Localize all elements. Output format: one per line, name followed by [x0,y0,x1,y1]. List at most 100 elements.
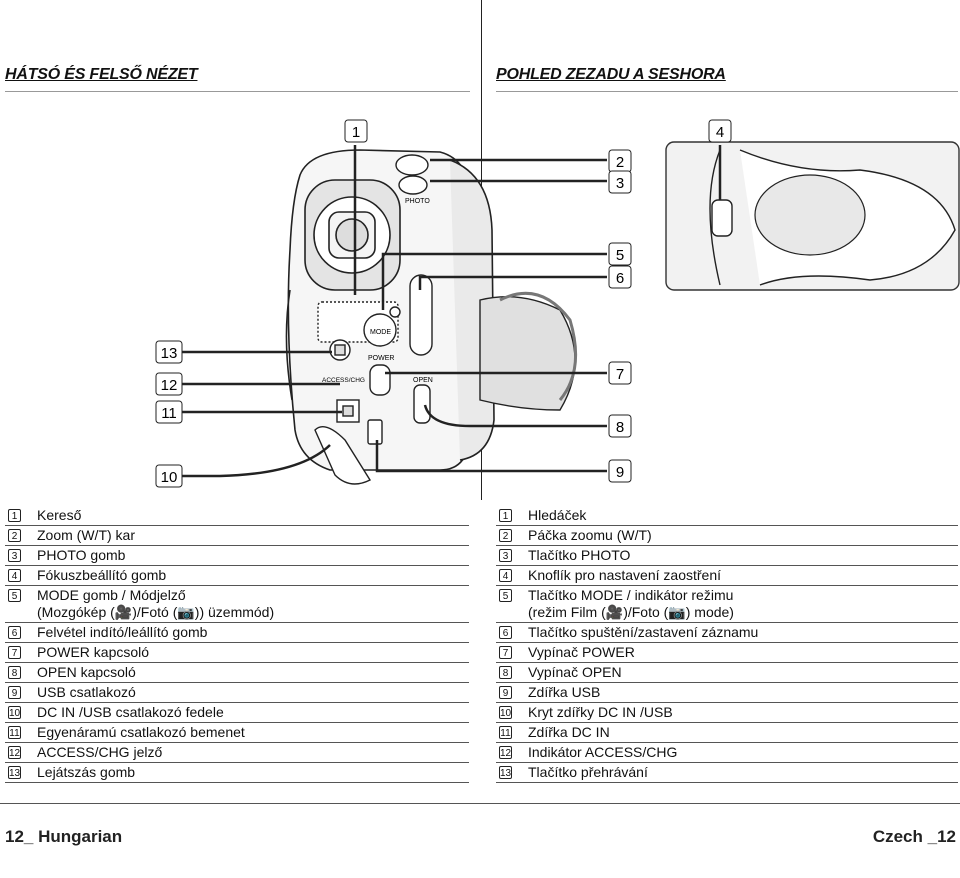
legend-item: 5 MODE gomb / Módjelző(Mozgókép (🎥)/Fotó … [5,586,469,623]
legend-item: 12 Indikátor ACCESS/CHG [496,743,958,763]
viewfinder [304,179,401,291]
leader-lines [182,145,722,478]
right-heading: POHLED ZEZADU A SESHORA [496,66,726,83]
legend-number: 13 [8,766,21,779]
legend-number: 7 [499,646,512,659]
legend-number: 4 [499,569,512,582]
legend-text: Zdířka DC IN [528,724,610,740]
open-label: OPEN [413,377,433,384]
mode-label: MODE [370,329,391,336]
svg-text:10: 10 [161,469,178,486]
legend-item: 2 Zoom (W/T) kar [5,526,469,546]
legend-number: 7 [8,646,21,659]
left-footer: 12_ Hungarian [5,827,123,846]
legend-item: 10 DC IN /USB csatlakozó fedele [5,703,469,723]
legend-item: 10 Kryt zdířky DC IN /USB [496,703,958,723]
legend-text-continued: (Mozgókép (🎥)/Fotó (📷)) üzemmód) [37,604,275,620]
top-view-inset [665,141,960,291]
legend-item: 7 Vypínač POWER [496,643,958,663]
svg-text:4: 4 [716,124,724,141]
legend-item: 12 ACCESS/CHG jelző [5,743,469,763]
legend-number: 1 [499,509,512,522]
legend-text: Tlačítko MODE / indikátor režimu [528,587,734,603]
dc-cover [314,426,372,485]
record-and-strap [409,274,578,411]
legend-item: 6 Felvétel indító/leállító gomb [5,623,469,643]
legend-text: DC IN /USB csatlakozó fedele [37,704,224,720]
legend-item: 11 Zdířka DC IN [496,723,958,743]
camcorder-diagram: PHOTO MODE POWER ACCESS/CHG OPEN [155,119,960,488]
zoom-photo-controls [395,154,429,195]
legend-number: 3 [499,549,512,562]
svg-text:2: 2 [616,154,624,171]
svg-text:7: 7 [616,366,624,383]
legend-text: MODE gomb / Módjelző [37,587,186,603]
legend-number: 9 [499,686,512,699]
legend-number: 5 [8,589,21,602]
legend-number: 1 [8,509,21,522]
legend-text: Tlačítko PHOTO [528,547,631,563]
legend-number: 11 [8,726,21,739]
legend-text: Vypínač POWER [528,644,635,660]
right-legend: 1 Hledáček 2 Páčka zoomu (W/T) 3 Tlačítko PHO… [496,506,958,783]
legend-text: PHOTO gomb [37,547,126,563]
legend-text: Indikátor ACCESS/CHG [528,744,678,760]
legend-item: 2 Páčka zoomu (W/T) [496,526,958,546]
svg-text:13: 13 [161,345,178,362]
legend-text: Hledáček [528,507,587,523]
legend-number: 9 [8,686,21,699]
legend-number: 8 [8,666,21,679]
legend-text: Fókuszbeállító gomb [37,567,167,583]
left-heading: HÁTSÓ ÉS FELSŐ NÉZET [5,66,198,83]
svg-text:8: 8 [616,419,624,436]
legend-item: 3 PHOTO gomb [5,546,469,566]
right-footer: Czech _12 [872,827,956,846]
legend-text: Kereső [37,507,82,523]
svg-text:12: 12 [161,377,178,394]
legend-item: 4 Knoflík pro nastavení zaostření [496,566,958,586]
left-heading-rule [5,91,470,92]
legend-text: POWER kapcsoló [37,644,150,660]
legend-text: Kryt zdířky DC IN /USB [528,704,673,720]
svg-text:3: 3 [616,175,624,192]
photo-label: PHOTO [405,198,430,205]
footer-rule [0,803,960,804]
legend-text: Páčka zoomu (W/T) [528,527,652,543]
legend-text: Zdířka USB [528,684,601,700]
legend-text: Felvétel indító/leállító gomb [37,624,208,640]
svg-text:9: 9 [616,464,624,481]
legend-number: 10 [499,706,512,719]
legend-number: 11 [499,726,512,739]
legend-item: 7 POWER kapcsoló [5,643,469,663]
svg-text:6: 6 [616,270,624,287]
legend-text: Tlačítko spuštění/zastavení záznamu [528,624,759,640]
legend-text: Zoom (W/T) kar [37,527,135,543]
legend-number: 13 [499,766,512,779]
legend-item: 13 Lejátszás gomb [5,763,469,783]
legend-text: Lejátszás gomb [37,764,136,780]
legend-number: 2 [8,529,21,542]
legend-item: 8 Vypínač OPEN [496,663,958,683]
legend-item: 1 Hledáček [496,506,958,526]
legend-number: 3 [8,549,21,562]
legend-text: OPEN kapcsoló [37,664,136,680]
legend-text: Knoflík pro nastavení zaostření [528,567,721,583]
legend-number: 12 [8,746,21,759]
legend-number: 5 [499,589,512,602]
right-heading-rule [496,91,958,92]
legend-item: 3 Tlačítko PHOTO [496,546,958,566]
legend-number: 6 [8,626,21,639]
svg-text:11: 11 [161,405,177,422]
legend-number: 8 [499,666,512,679]
legend-item: 8 OPEN kapcsoló [5,663,469,683]
legend-number: 2 [499,529,512,542]
access-label: ACCESS/CHG [322,377,365,384]
legend-number: 12 [499,746,512,759]
legend-text: Vypínač OPEN [528,664,622,680]
legend-text: ACCESS/CHG jelző [37,744,163,760]
legend-text: Egyenáramú csatlakozó bemenet [37,724,245,740]
legend-number: 10 [8,706,21,719]
